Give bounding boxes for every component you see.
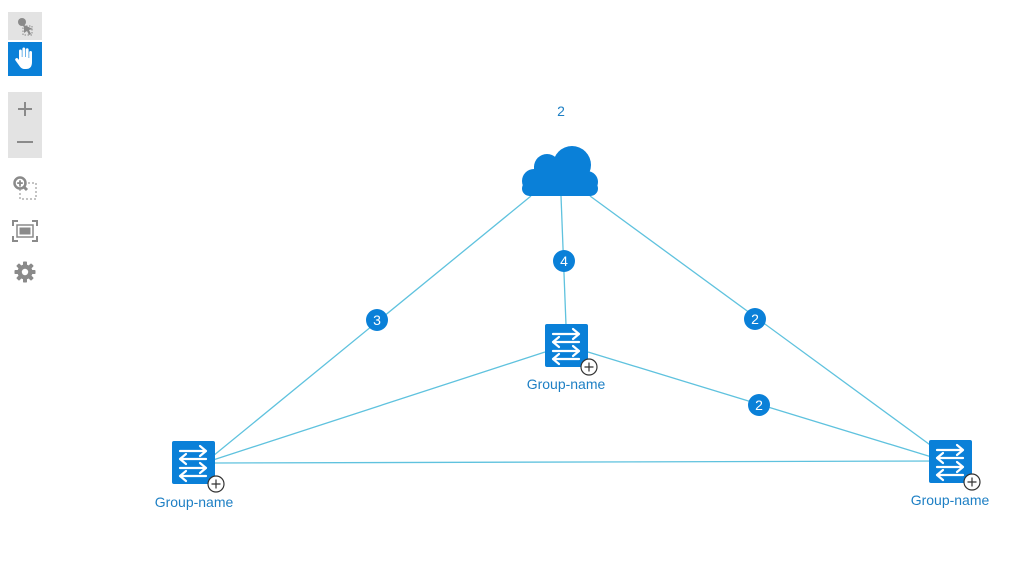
cloud-icon bbox=[522, 146, 598, 196]
switch-label-left: Group-name bbox=[155, 494, 234, 510]
plus-icon bbox=[18, 101, 32, 116]
svg-text:4: 4 bbox=[560, 253, 568, 269]
zoom-area-icon bbox=[13, 176, 37, 200]
cloud-node[interactable]: 2 bbox=[522, 103, 598, 196]
switch-label-center: Group-name bbox=[527, 376, 606, 392]
link-cloud-right[interactable] bbox=[589, 195, 949, 459]
svg-text:2: 2 bbox=[755, 397, 763, 413]
settings-button[interactable] bbox=[8, 256, 42, 288]
select-tool-button[interactable] bbox=[8, 12, 42, 40]
plus-circle-icon[interactable] bbox=[963, 473, 981, 491]
cloud-label: 2 bbox=[557, 103, 565, 119]
gear-icon bbox=[14, 261, 36, 283]
switch-node-left[interactable]: Group-name bbox=[155, 441, 234, 510]
link-center-left[interactable] bbox=[212, 351, 546, 461]
link-count-badge-cloud-center: 4 bbox=[553, 250, 575, 272]
switch-icon bbox=[545, 324, 588, 367]
zoom-in-button[interactable] bbox=[8, 92, 42, 125]
fit-view-button[interactable] bbox=[8, 215, 42, 247]
switch-node-right[interactable]: Group-name bbox=[911, 440, 990, 508]
link-count-badge-cloud-left: 3 bbox=[366, 309, 388, 331]
plus-circle-icon[interactable] bbox=[580, 358, 598, 376]
zoom-area-button[interactable] bbox=[8, 172, 42, 204]
link-left-right[interactable] bbox=[214, 460, 949, 464]
switch-icon bbox=[172, 441, 215, 484]
switch-node-center[interactable]: Group-name bbox=[527, 324, 606, 392]
zoom-out-button[interactable] bbox=[8, 125, 42, 158]
link-count-badge-center-right: 2 bbox=[748, 394, 770, 416]
hand-icon bbox=[15, 47, 32, 69]
switch-label-right: Group-name bbox=[911, 492, 990, 508]
link-count-badge-cloud-right: 2 bbox=[744, 308, 766, 330]
plus-circle-icon[interactable] bbox=[207, 475, 225, 493]
minus-icon bbox=[17, 140, 33, 143]
svg-text:3: 3 bbox=[373, 312, 381, 328]
select-pointer-icon bbox=[18, 18, 33, 36]
fit-screen-icon bbox=[12, 220, 38, 242]
svg-text:2: 2 bbox=[751, 311, 759, 327]
pan-tool-button[interactable] bbox=[8, 42, 42, 76]
